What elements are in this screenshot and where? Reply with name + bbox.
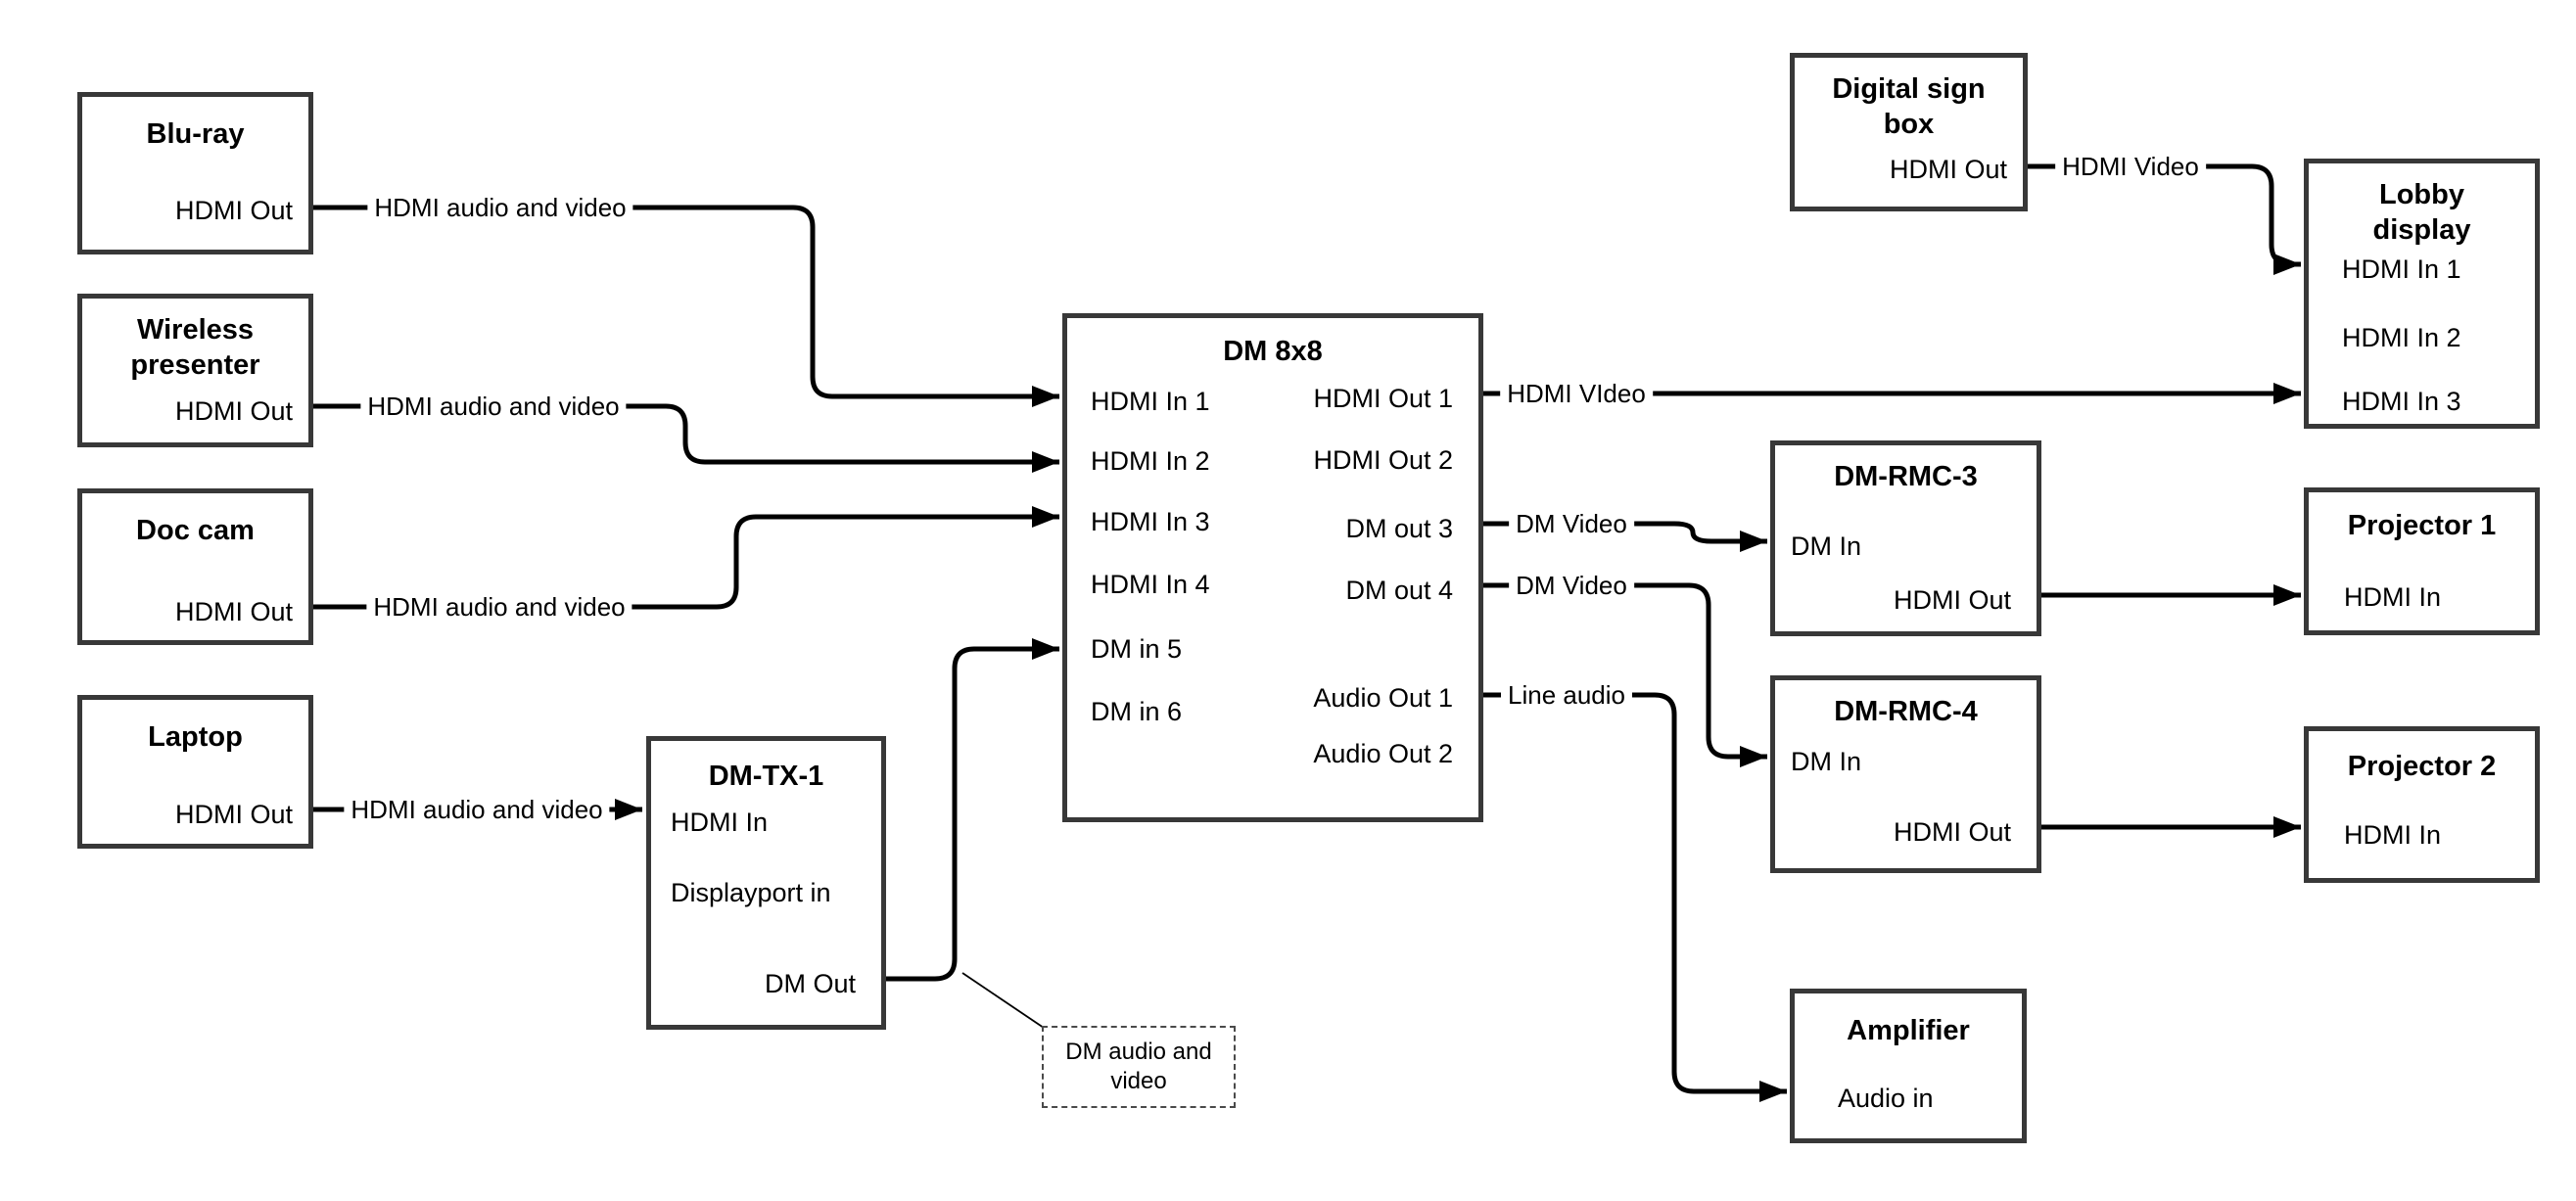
port-hdmi-out: HDMI Out [174, 597, 293, 626]
node-title: DM-TX-1 [708, 761, 824, 792]
port-audio-in: Audio in [1838, 1084, 1934, 1113]
port-hdmi-out-1: HDMI Out 1 [1313, 384, 1453, 413]
port-audio-out-2: Audio Out 2 [1313, 739, 1453, 768]
node-wireless-presenter: Wireless presenter HDMI Out [77, 294, 313, 447]
port-dm-in-6: DM in 6 [1091, 697, 1183, 726]
port-hdmi-out-2: HDMI Out 2 [1313, 445, 1453, 475]
node-title: DM-RMC-4 [1834, 696, 1978, 727]
wire-label-hdmi-video-sign: HDMI Video [2055, 152, 2206, 181]
port-hdmi-in: HDMI In [671, 808, 769, 837]
port-dm-in: DM In [1791, 531, 1862, 561]
wire-doccam-to-dm8x8-in3 [313, 506, 1059, 610]
wire-dm8x8-out3-to-rmc3-dmin [1483, 521, 1767, 552]
node-doc-cam: Doc cam HDMI Out [77, 488, 313, 645]
wire-dm8x8-out4-to-rmc4-dmin [1483, 582, 1767, 767]
port-hdmi-out: HDMI Out [1893, 585, 2011, 615]
wire-label-dm-video-out4: DM Video [1509, 571, 1634, 600]
port-hdmi-in-3: HDMI In 3 [1091, 507, 1210, 536]
node-title: Projector 2 [2347, 751, 2497, 782]
port-hdmi-out: HDMI Out [1889, 155, 2007, 184]
port-hdmi-in: HDMI In [2344, 820, 2442, 850]
wire-label-doccam: HDMI audio and video [366, 592, 632, 622]
wire-wireless-to-dm8x8-in2 [313, 403, 1059, 473]
node-dm-8x8: DM 8x8 HDMI In 1 HDMI In 2 HDMI In 3 HDM… [1062, 313, 1483, 822]
wire-label-line-audio: Line audio [1501, 680, 1632, 710]
node-bluray: Blu-ray HDMI Out [77, 92, 313, 254]
port-hdmi-in-4: HDMI In 4 [1091, 570, 1210, 599]
port-hdmi-in: HDMI In [2344, 582, 2442, 612]
port-dm-in: DM In [1791, 747, 1862, 776]
port-dm-in-5: DM in 5 [1091, 634, 1183, 664]
node-title: Projector 1 [2347, 510, 2497, 541]
wire-bluray-to-dm8x8-in1 [313, 205, 1059, 407]
wire-label-laptop: HDMI audio and video [344, 795, 610, 824]
port-hdmi-in-2: HDMI In 2 [1091, 446, 1210, 476]
port-hdmi-in-2: HDMI In 2 [2342, 323, 2461, 352]
callout-note: DM audio and video [1042, 1026, 1236, 1108]
node-laptop: Laptop HDMI Out [77, 695, 313, 849]
port-hdmi-out: HDMI Out [1893, 817, 2011, 847]
wire-sign-to-lobby-in1 [2028, 163, 2301, 275]
node-title: Blu-ray [146, 118, 245, 150]
port-dm-out-3: DM out 3 [1345, 514, 1453, 543]
wire-dmtx1-dmout-to-dm8x8-in5 [886, 638, 1059, 982]
port-dm-out: DM Out [764, 969, 856, 998]
wire-audioout1-to-amplifier [1483, 692, 1787, 1102]
wire-label-wireless: HDMI audio and video [360, 392, 627, 421]
port-hdmi-in-1: HDMI In 1 [2342, 254, 2461, 284]
node-title: Wireless presenter [130, 314, 260, 381]
port-audio-out-1: Audio Out 1 [1313, 683, 1453, 713]
callout-leader-line [961, 972, 1045, 1029]
wire-label-dm-video-out3: DM Video [1509, 509, 1634, 538]
node-dm-rmc-3: DM-RMC-3 DM In HDMI Out [1770, 440, 2041, 636]
node-title: Amplifier [1847, 1015, 1970, 1046]
node-title: DM-RMC-3 [1834, 461, 1978, 492]
node-lobby-display: Lobby display HDMI In 1 HDMI In 2 HDMI I… [2304, 159, 2540, 429]
node-dm-rmc-4: DM-RMC-4 DM In HDMI Out [1770, 675, 2041, 873]
node-title: Laptop [148, 721, 243, 753]
node-title: Doc cam [136, 515, 255, 546]
port-hdmi-out: HDMI Out [174, 396, 293, 426]
port-hdmi-in-1: HDMI In 1 [1091, 387, 1210, 416]
port-hdmi-out: HDMI Out [174, 196, 293, 225]
node-digital-sign-box: Digital sign box HDMI Out [1790, 53, 2028, 211]
port-displayport-in: Displayport in [671, 878, 831, 907]
node-dm-tx-1: DM-TX-1 HDMI In Displayport in DM Out [646, 736, 886, 1030]
node-title: Lobby display [2372, 179, 2471, 246]
port-hdmi-in-3: HDMI In 3 [2342, 387, 2461, 416]
port-hdmi-out: HDMI Out [174, 800, 293, 829]
port-dm-out-4: DM out 4 [1345, 576, 1453, 605]
node-title: Digital sign box [1832, 73, 1986, 140]
wire-label-hdmi-video-out1: HDMI VIdeo [1500, 379, 1653, 408]
node-projector-2: Projector 2 HDMI In [2304, 726, 2540, 883]
node-title: DM 8x8 [1223, 336, 1323, 367]
node-projector-1: Projector 1 HDMI In [2304, 487, 2540, 635]
node-amplifier: Amplifier Audio in [1790, 989, 2027, 1143]
wire-label-bluray: HDMI audio and video [367, 193, 633, 222]
